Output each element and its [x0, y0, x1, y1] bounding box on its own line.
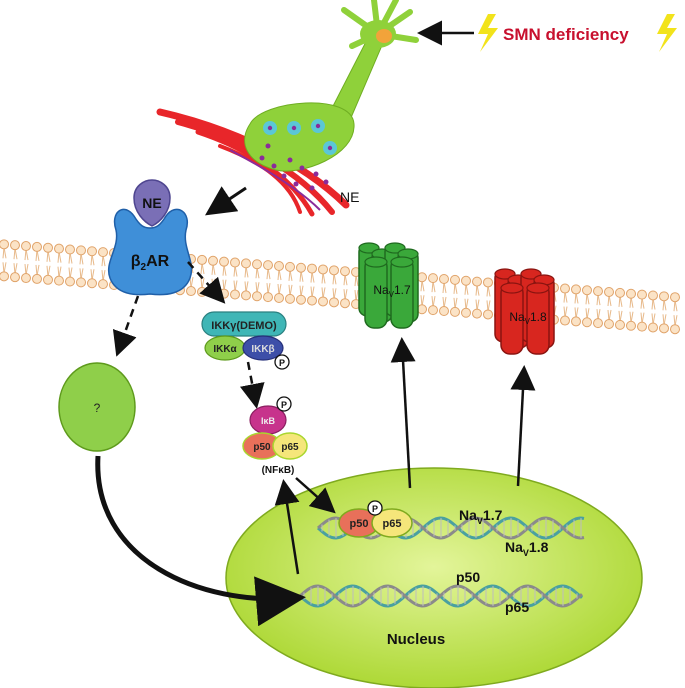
ikb-phospho-label: P	[281, 400, 287, 410]
ikk-complex: IKKγ(DEMO) IKKα IKKβ P	[201, 311, 290, 370]
ne-ligand: NE	[133, 179, 171, 227]
ikb-phospho-icon	[276, 396, 292, 412]
unknown-mediator-label: ?	[94, 401, 101, 415]
nfkb-label: (NFκB)	[262, 465, 295, 476]
nav18-channel	[494, 268, 555, 355]
lightning-icon	[478, 14, 498, 52]
receptor-to-unknown-arrow	[112, 295, 140, 357]
bound-phospho-label: P	[372, 504, 378, 514]
dna-helix-lower	[298, 584, 584, 608]
smn-deficiency-label: SMN deficiency	[503, 25, 629, 44]
nucleus-label: Nucleus	[387, 631, 445, 648]
bound-p65-label: p65	[383, 518, 402, 530]
gene-p50-label: p50	[456, 569, 480, 585]
nav18-channel-label: NaV1.8	[509, 310, 547, 326]
receptor-label: β2AR	[131, 253, 170, 273]
receptor-to-ikk-arrow	[187, 261, 226, 304]
bound-p50-label: p50	[350, 518, 369, 530]
unknown-mediator: ?	[58, 362, 136, 452]
lightning-icon-2	[657, 14, 677, 52]
motor-neuron	[244, 0, 419, 172]
gene-p65-label: p65	[505, 599, 529, 615]
gene-nav18-label: NaV1.8	[505, 539, 549, 558]
unknown-to-nucleus-arrow	[95, 455, 306, 627]
ikk-phospho-label: P	[279, 358, 285, 368]
nucleus-to-nfkb-arrow	[274, 479, 300, 575]
p65-label: p65	[281, 442, 299, 453]
ne-ligand-label: NE	[142, 195, 161, 211]
nucleus-to-nav17-arrow	[390, 337, 416, 489]
ikk-alpha-label: IKKα	[213, 344, 237, 355]
ikk-phospho-icon	[274, 354, 290, 370]
nfkb-to-nucleus-arrow	[295, 477, 336, 514]
nav17-channel-label: NaV1.7	[373, 283, 411, 299]
ikb-label: IκB	[261, 416, 276, 426]
bound-nfkb: p50 p65 P	[338, 500, 413, 538]
ikk-gamma-label: IKKγ(DEMO)	[211, 320, 277, 332]
p50-label: p50	[253, 442, 271, 453]
ne-release-dots	[259, 143, 329, 191]
nav17-channel	[358, 242, 419, 329]
neuron-nucleus	[376, 29, 392, 43]
nfkb-complex: IκB P p50 p65 (NFκB)	[242, 396, 308, 476]
ne-to-receptor-arrow	[205, 186, 247, 216]
nucleus-to-nav18-arrow	[510, 365, 536, 487]
gene-nav17-label: NaV1.7	[459, 507, 503, 526]
beta2-adrenergic-receptor: β2AR	[107, 208, 193, 296]
ne-release-label: NE	[340, 189, 359, 205]
smn-trigger: SMN deficiency	[417, 14, 677, 52]
bound-phospho-icon	[367, 500, 383, 516]
ikk-beta-label: IKKβ	[251, 344, 274, 355]
nucleus-body	[225, 467, 643, 688]
ikk-to-nfkb-arrow	[239, 361, 265, 409]
cell-membrane	[0, 239, 680, 335]
